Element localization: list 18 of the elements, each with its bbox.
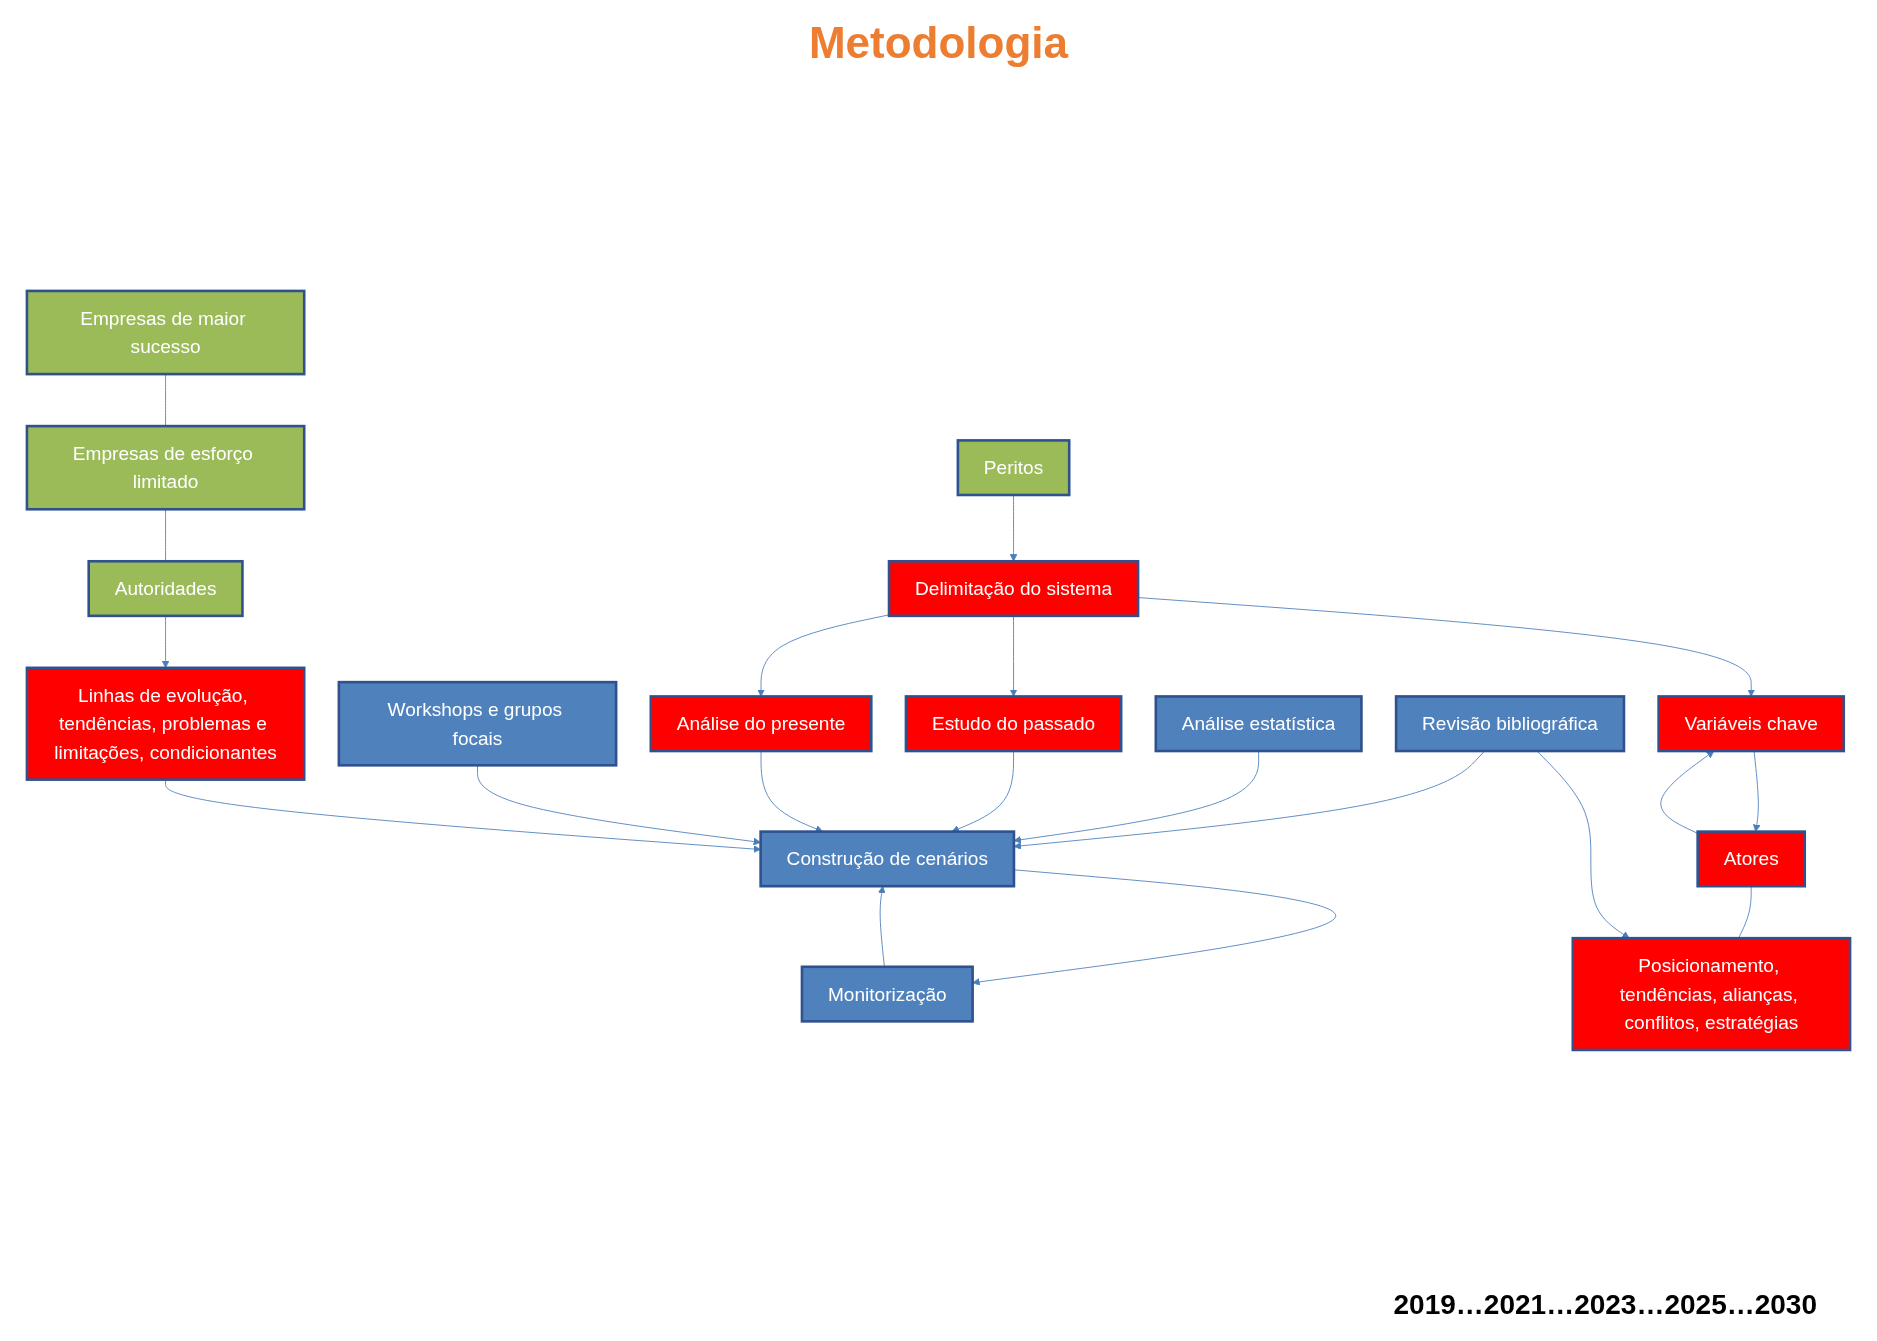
node-box: Análise do presente — [649, 694, 873, 752]
node-box: Revisão bibliográfica — [1394, 694, 1626, 752]
node-box: Variáveis chave — [1657, 694, 1846, 752]
node-box: Workshops e grupos focais — [337, 680, 618, 767]
node-box: Análise estatística — [1154, 694, 1363, 752]
node-box: Linhas de evolução, tendências, problemas e limitações, condicionantes — [25, 666, 306, 781]
diagram-title: Metodologia — [807, 18, 1070, 68]
node-box: Monitorização — [800, 965, 974, 1023]
node-box: Empresas de esforço limitado — [25, 424, 306, 511]
node-box: Posicionamento, tendências, alianças, conflitos, estratégias — [1571, 936, 1852, 1051]
node-box: Empresas de maior sucesso — [25, 289, 306, 375]
node-box: Estudo do passado — [904, 694, 1123, 752]
timeline-note: 2019…2021…2023…2025…2030 — [1393, 1289, 1817, 1321]
node-box: Delimitação do sistema — [887, 559, 1140, 617]
node-box: Peritos — [956, 438, 1071, 496]
node-box: Autoridades — [87, 559, 244, 617]
node-box: Construção de cenários — [759, 829, 1016, 888]
node-box: Atores — [1696, 829, 1807, 888]
